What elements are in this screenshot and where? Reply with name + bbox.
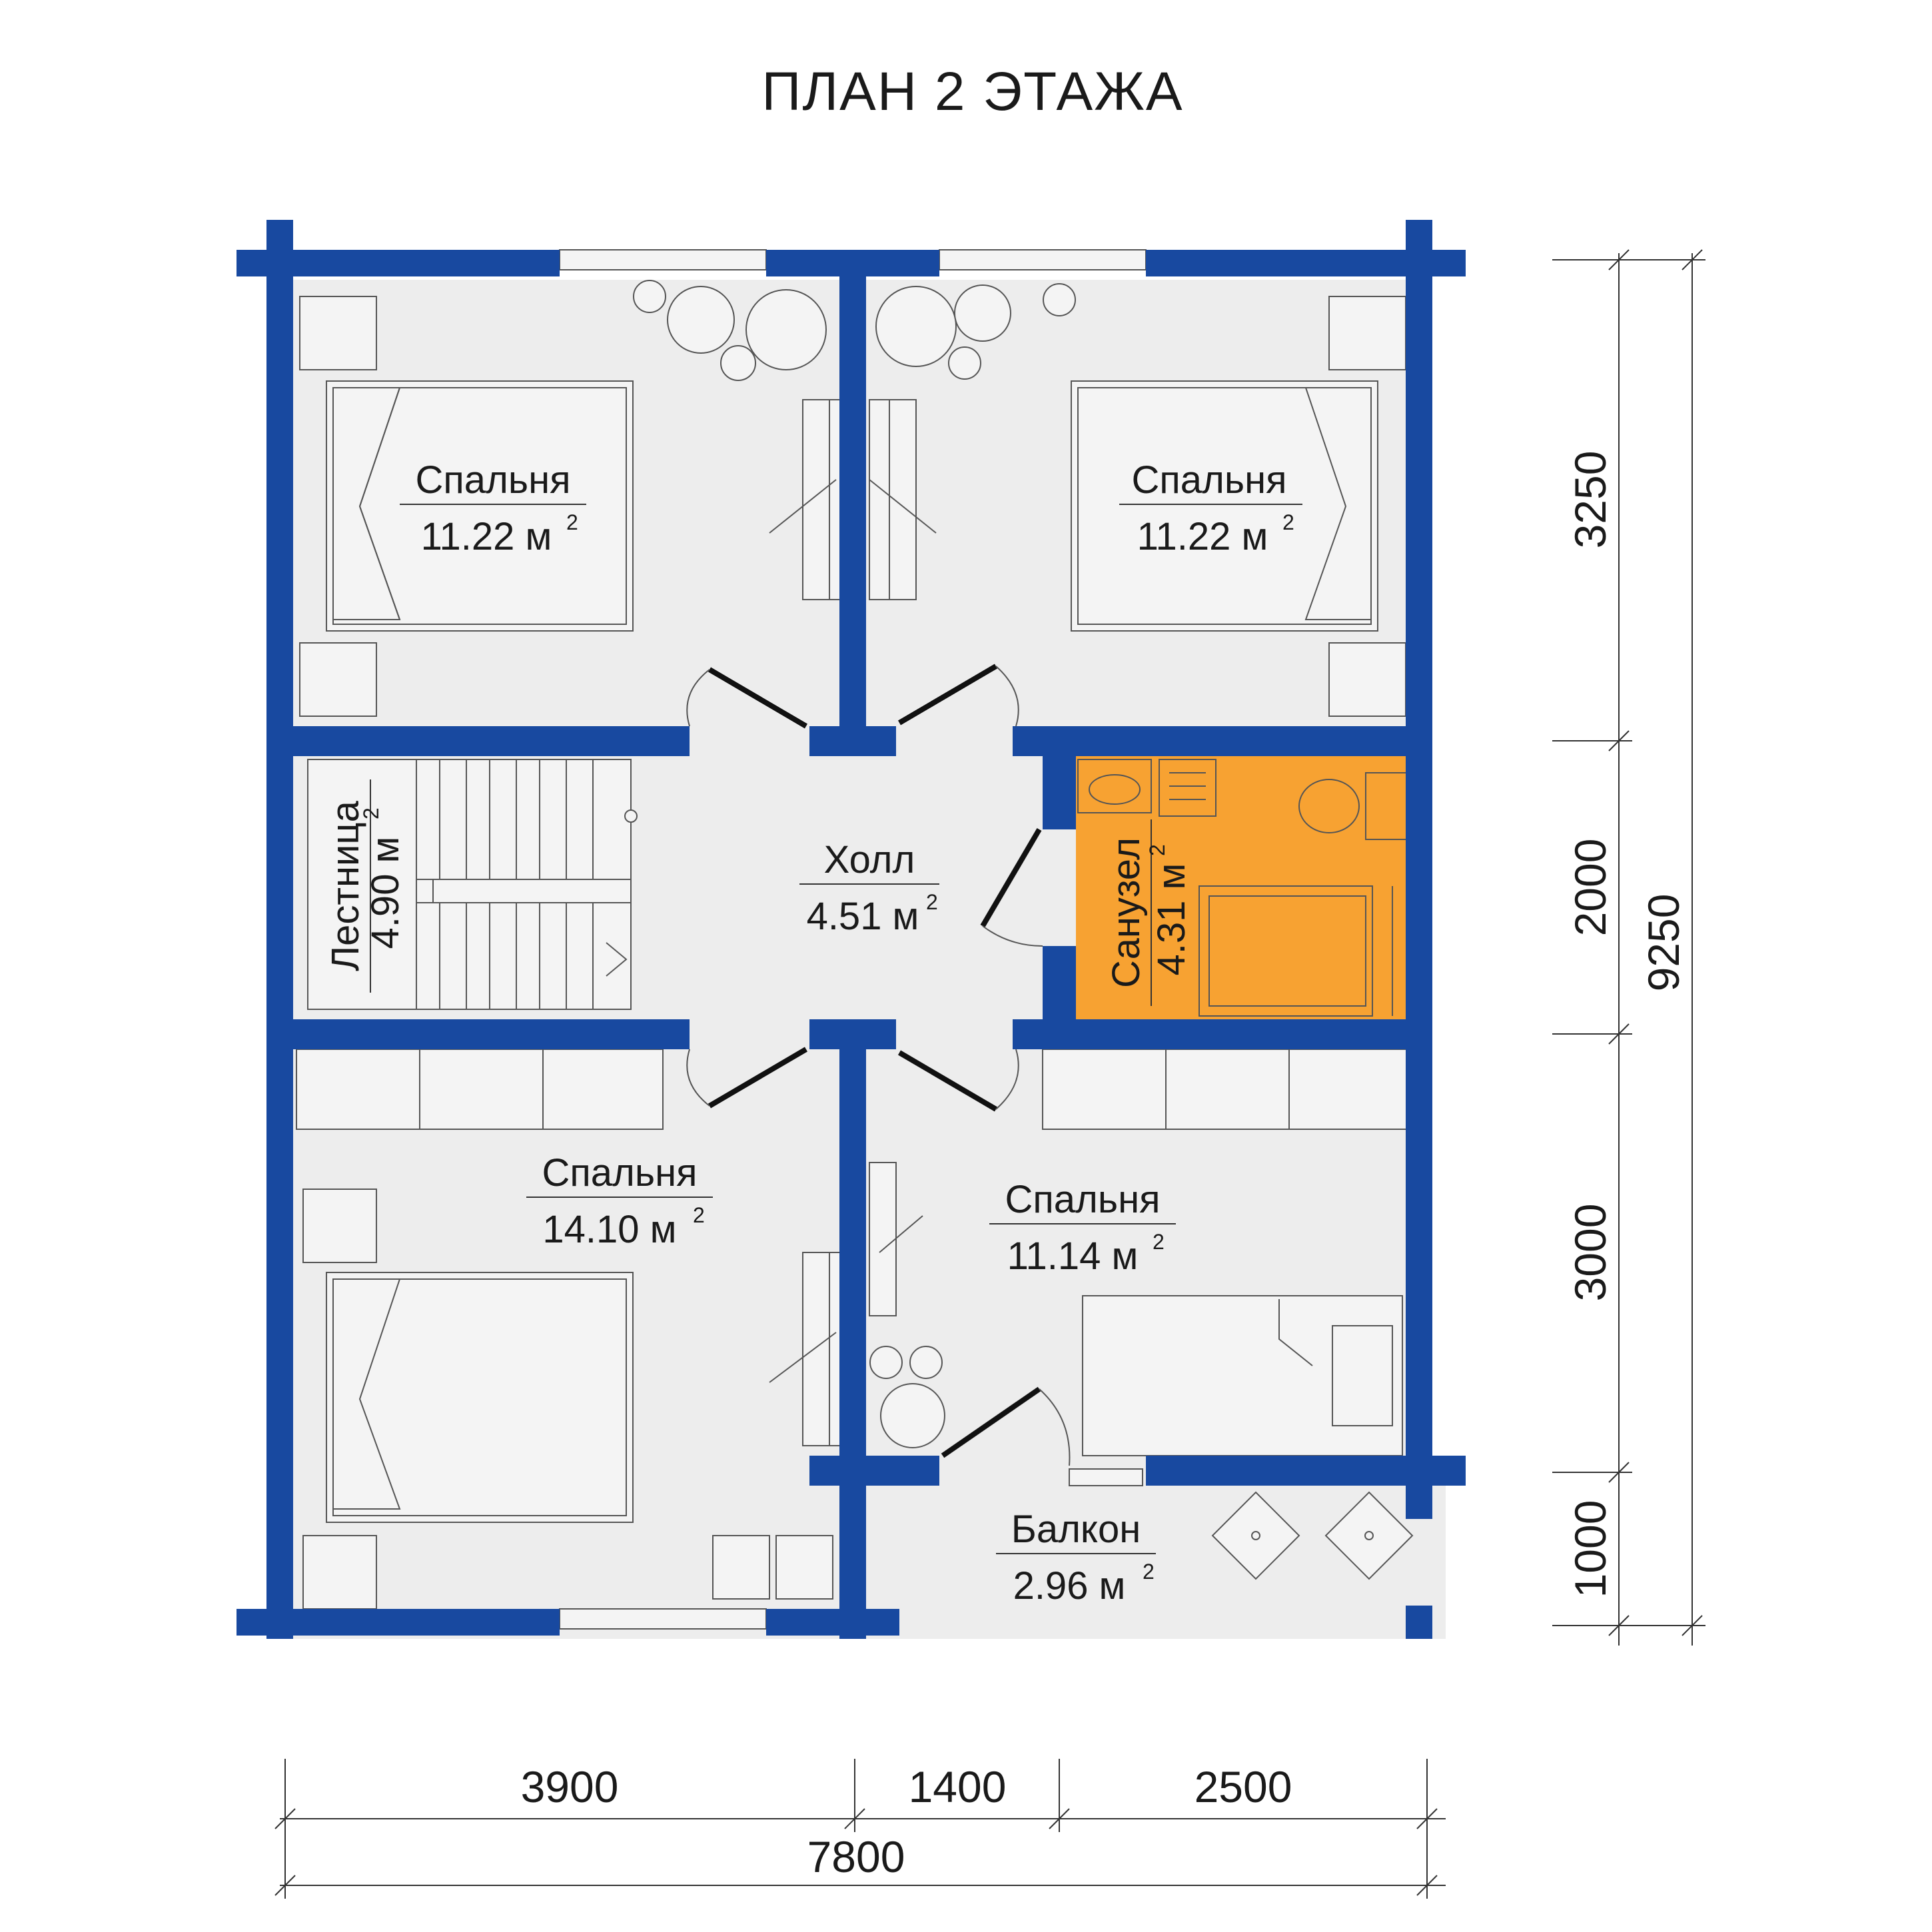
label-balcony: Балкон 2.96 м 2 xyxy=(996,1508,1156,1608)
svg-text:2: 2 xyxy=(359,807,383,819)
svg-text:14.10 м: 14.10 м xyxy=(542,1208,676,1251)
plant-cluster-ne xyxy=(875,283,1076,380)
svg-text:Холл: Холл xyxy=(824,838,915,881)
svg-text:Спальня: Спальня xyxy=(1005,1178,1160,1221)
label-hall: Холл 4.51 м 2 xyxy=(799,838,939,938)
svg-text:2: 2 xyxy=(926,890,938,914)
dim-right-1: 3250 xyxy=(1566,451,1615,549)
dim-right-4: 1000 xyxy=(1566,1500,1615,1598)
svg-text:Спальня: Спальня xyxy=(1131,458,1286,502)
svg-text:Спальня: Спальня xyxy=(542,1151,697,1195)
svg-text:11.14 м: 11.14 м xyxy=(1007,1234,1139,1278)
dim-right-3: 3000 xyxy=(1566,1204,1615,1302)
dimensions-right: 3250 2000 3000 1000 9250 xyxy=(1552,249,1705,1646)
svg-text:2: 2 xyxy=(1145,844,1169,856)
svg-text:Санузел: Санузел xyxy=(1105,837,1148,988)
label-bedroom-sw: Спальня 14.10 м 2 xyxy=(526,1151,713,1251)
svg-text:2: 2 xyxy=(693,1203,705,1227)
label-stairs: Лестница 4.90 м 2 xyxy=(324,779,407,993)
label-bathroom: Санузел 4.31 м 2 xyxy=(1105,819,1193,1006)
walls xyxy=(237,220,1466,1639)
bedroom-ne-furniture xyxy=(869,296,1406,717)
svg-text:2: 2 xyxy=(566,510,578,534)
dim-right-total: 9250 xyxy=(1639,894,1688,992)
svg-text:4.90 м: 4.90 м xyxy=(364,837,407,949)
dim-bottom-1: 3900 xyxy=(521,1762,619,1811)
svg-text:2.96 м: 2.96 м xyxy=(1013,1564,1126,1608)
svg-text:2: 2 xyxy=(1153,1230,1165,1254)
svg-text:4.51 м: 4.51 м xyxy=(807,895,919,938)
doors xyxy=(686,664,1071,1466)
svg-text:Спальня: Спальня xyxy=(415,458,570,502)
dim-right-2: 2000 xyxy=(1566,839,1615,937)
dim-bottom-3: 2500 xyxy=(1195,1762,1292,1811)
svg-text:Лестница: Лестница xyxy=(324,800,367,971)
dim-bottom-2: 1400 xyxy=(909,1762,1007,1811)
svg-text:2: 2 xyxy=(1282,510,1294,534)
svg-text:11.22 м: 11.22 м xyxy=(421,515,552,558)
label-bedroom-ne: Спальня 11.22 м 2 xyxy=(1119,458,1302,558)
svg-text:2: 2 xyxy=(1143,1560,1155,1584)
plant-cluster-se xyxy=(869,1346,945,1448)
svg-text:Балкон: Балкон xyxy=(1011,1508,1141,1551)
bedroom-nw-furniture xyxy=(299,296,850,717)
balcony-furniture xyxy=(1211,1491,1414,1580)
bedroom-se-furniture xyxy=(869,1049,1410,1456)
label-bedroom-nw: Спальня 11.22 м 2 xyxy=(400,458,586,558)
plan-title: ПЛАН 2 ЭТАЖА xyxy=(761,61,1183,122)
dim-bottom-total: 7800 xyxy=(807,1832,905,1881)
bedroom-sw-furniture xyxy=(296,1049,850,1610)
svg-text:11.22 м: 11.22 м xyxy=(1137,515,1268,558)
svg-text:4.31 м: 4.31 м xyxy=(1150,863,1193,976)
staircase xyxy=(307,759,638,1010)
dimensions-bottom: 3900 1400 2500 7800 xyxy=(274,1759,1446,1899)
label-bedroom-se: Спальня 11.14 м 2 xyxy=(989,1178,1176,1278)
bathroom-fixtures xyxy=(1077,759,1410,1017)
plant-cluster-nw xyxy=(633,280,827,381)
windows xyxy=(559,249,1147,1630)
